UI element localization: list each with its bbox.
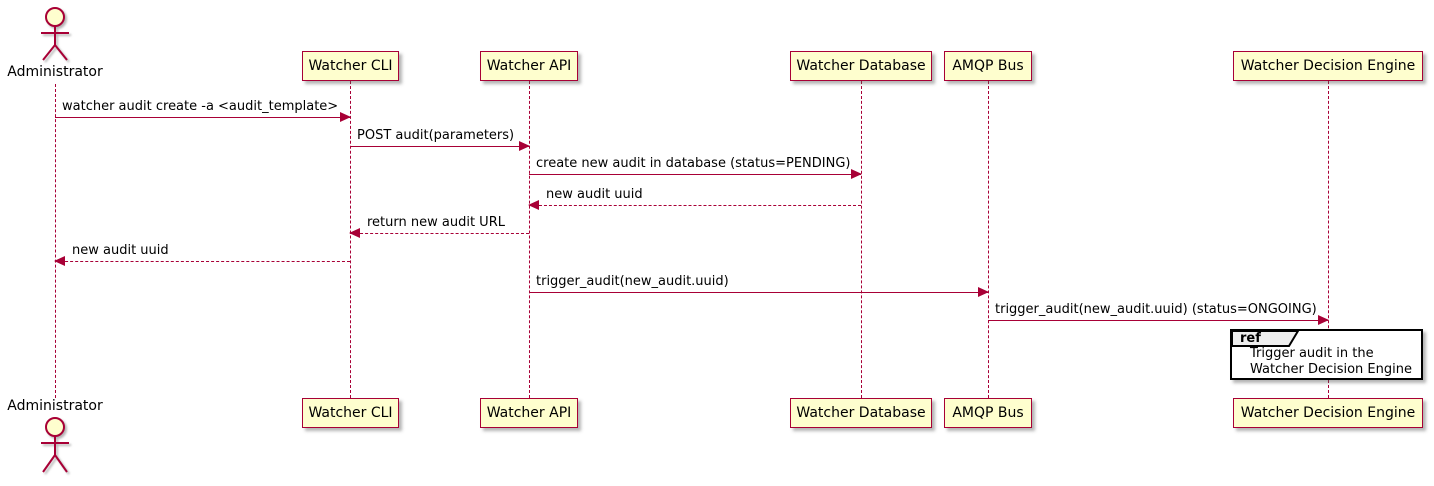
lifeline-administrator: [55, 84, 56, 398]
actor-label-bottom: Administrator: [7, 398, 103, 414]
message-create-new-audit: create new audit in database (status=PEN…: [529, 156, 862, 179]
participant-watcher-decision-engine-bottom: Watcher Decision Engine: [1233, 398, 1423, 428]
lifeline-watcher-cli: [350, 81, 351, 398]
message-trigger-audit-ongoing: trigger_audit(new_audit.uuid) (status=ON…: [988, 302, 1329, 325]
participant-label: Watcher API: [486, 58, 572, 74]
arrowhead-right-icon: [340, 112, 351, 122]
actor-icon: [41, 7, 69, 61]
participant-watcher-cli-top: Watcher CLI: [302, 51, 399, 81]
message-label: new audit uuid: [546, 187, 643, 202]
message-post-audit: POST audit(parameters): [350, 128, 530, 151]
message-audit-create: watcher audit create -a <audit_template>: [55, 99, 351, 122]
ref-text-line: Watcher Decision Engine: [1250, 362, 1412, 377]
message-new-audit-uuid-to-admin: new audit uuid: [54, 243, 350, 266]
ref-text-line: Trigger audit in the: [1250, 346, 1374, 361]
actor-icon: [41, 417, 69, 473]
ref-tab-shape: [1231, 330, 1300, 347]
participant-label: Watcher Decision Engine: [1240, 405, 1416, 421]
arrowhead-right-icon: [1318, 315, 1329, 325]
lifeline-watcher-api: [529, 81, 530, 398]
participant-label: Watcher Database: [796, 58, 926, 74]
participant-watcher-api-top: Watcher API: [480, 51, 578, 81]
lifeline-amqp-bus: [988, 81, 989, 398]
message-label: trigger_audit(new_audit.uuid): [536, 274, 729, 289]
message-return-audit-url: return new audit URL: [349, 215, 529, 238]
arrowhead-left-icon: [349, 228, 360, 238]
message-label: trigger_audit(new_audit.uuid) (status=ON…: [995, 302, 1317, 317]
participant-amqp-bus-bottom: AMQP Bus: [944, 398, 1032, 428]
lifeline-watcher-decision-engine: [1328, 81, 1329, 398]
ref-keyword: ref: [1240, 331, 1261, 346]
message-label: new audit uuid: [72, 243, 169, 258]
arrowhead-right-icon: [978, 287, 989, 297]
arrowhead-right-icon: [519, 141, 530, 151]
message-label: watcher audit create -a <audit_template>: [62, 99, 339, 114]
participant-watcher-cli-bottom: Watcher CLI: [302, 398, 399, 428]
participant-label: Watcher Decision Engine: [1240, 58, 1416, 74]
arrowhead-left-icon: [54, 256, 65, 266]
participant-amqp-bus-top: AMQP Bus: [944, 51, 1032, 81]
ref-fragment: ref Trigger audit in the Watcher Decisio…: [1230, 329, 1423, 380]
message-label: create new audit in database (status=PEN…: [536, 156, 851, 171]
participant-watcher-decision-engine-top: Watcher Decision Engine: [1233, 51, 1423, 81]
message-label: POST audit(parameters): [357, 128, 515, 143]
participant-label: Watcher CLI: [308, 58, 393, 74]
arrowhead-right-icon: [851, 169, 862, 179]
participant-watcher-api-bottom: Watcher API: [480, 398, 578, 428]
participant-label: Watcher CLI: [308, 405, 393, 421]
message-new-audit-uuid-return: new audit uuid: [528, 187, 861, 210]
lifeline-watcher-database: [861, 81, 862, 398]
actor-label-top: Administrator: [7, 64, 103, 80]
participant-label: AMQP Bus: [952, 405, 1024, 421]
arrowhead-left-icon: [528, 200, 539, 210]
message-trigger-audit: trigger_audit(new_audit.uuid): [529, 274, 989, 297]
message-label: return new audit URL: [367, 215, 505, 230]
participant-label: Watcher API: [486, 405, 572, 421]
participant-watcher-database-bottom: Watcher Database: [790, 398, 932, 428]
participant-label: Watcher Database: [796, 405, 926, 421]
participant-watcher-database-top: Watcher Database: [790, 51, 932, 81]
participant-label: AMQP Bus: [952, 58, 1024, 74]
